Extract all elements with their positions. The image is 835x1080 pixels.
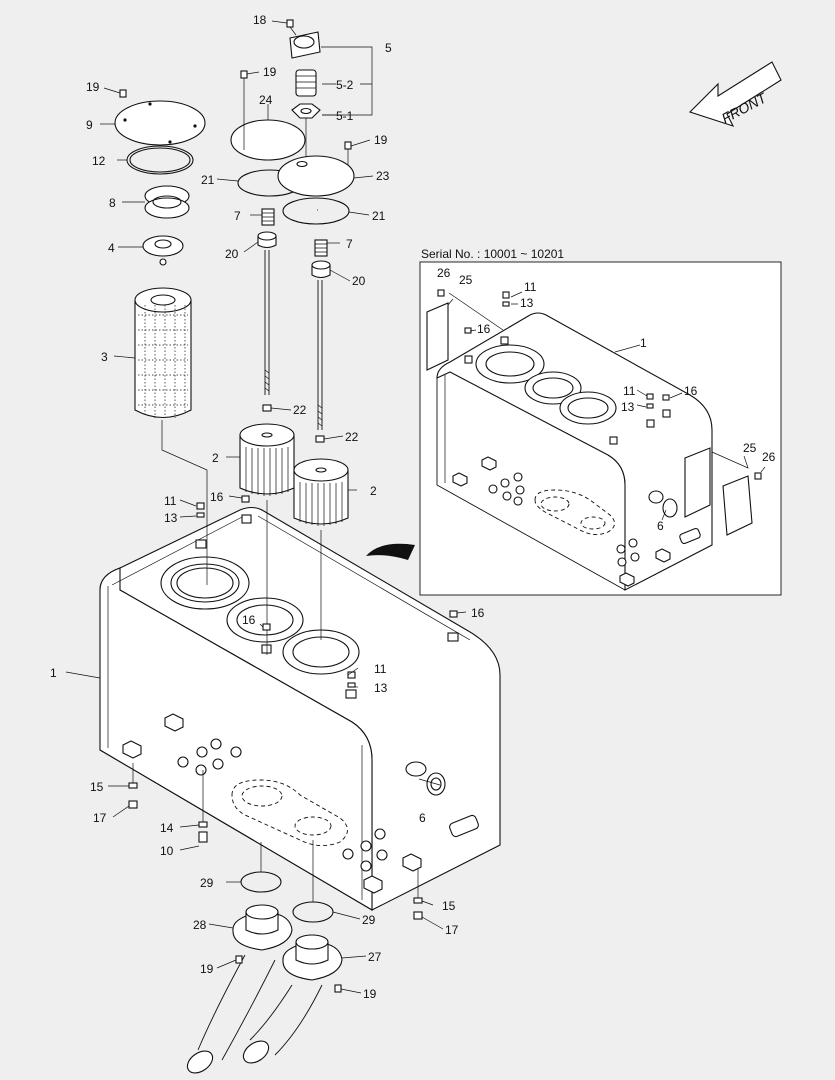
hydraulic-tank-main xyxy=(99,506,501,911)
inset-callout-26: 26 xyxy=(437,266,451,280)
inset-callout-25: 25 xyxy=(459,273,473,287)
inset-serial-variant: Serial No. : 10001 ~ 10201 xyxy=(419,247,782,596)
inset-callout-25: 25 xyxy=(743,441,757,455)
callout-11: 11 xyxy=(164,494,177,508)
callout-10: 10 xyxy=(160,844,174,858)
callout-20: 20 xyxy=(225,247,239,261)
callout-13: 13 xyxy=(164,511,178,525)
callout-12: 12 xyxy=(92,154,106,168)
callout-5: 5 xyxy=(385,41,392,55)
filter-assembly-left xyxy=(114,89,208,585)
inset-callout-1: 1 xyxy=(640,336,647,350)
callout-4: 4 xyxy=(108,241,115,255)
callout-5-2: 5-2 xyxy=(336,78,354,92)
callout-19: 19 xyxy=(263,65,277,79)
callout-21: 21 xyxy=(201,173,215,187)
callout-16: 16 xyxy=(471,606,485,620)
callout-7: 7 xyxy=(234,209,241,223)
callout-15: 15 xyxy=(442,899,456,913)
inset-callout-11: 11 xyxy=(623,384,636,398)
breather-and-filter-right xyxy=(277,19,355,640)
callout-17: 17 xyxy=(93,811,107,825)
callout-24: 24 xyxy=(259,93,273,107)
callout-19: 19 xyxy=(374,133,388,147)
inset-callout-13: 13 xyxy=(621,400,635,414)
callout-21: 21 xyxy=(372,209,386,223)
callout-22: 22 xyxy=(293,403,307,417)
callout-2: 2 xyxy=(212,451,219,465)
callout-leaders xyxy=(65,20,467,994)
callout-20: 20 xyxy=(352,274,366,288)
callout-17: 17 xyxy=(445,923,459,937)
callout-22: 22 xyxy=(345,430,359,444)
inset-pointer-arrow xyxy=(366,543,415,560)
callout-19: 19 xyxy=(200,962,214,976)
callout-8: 8 xyxy=(109,196,116,210)
callout-1: 1 xyxy=(50,666,57,680)
callout-16: 16 xyxy=(242,613,256,627)
suction-pipes xyxy=(128,495,458,1074)
inset-callout-6: 6 xyxy=(657,519,664,533)
inset-callout-16: 16 xyxy=(684,384,698,398)
callout-18: 18 xyxy=(253,13,267,27)
inset-callout-13: 13 xyxy=(520,296,534,310)
callout-9: 9 xyxy=(86,118,93,132)
callout-7: 7 xyxy=(346,237,353,251)
callout-2: 2 xyxy=(370,484,377,498)
callout-5-1: 5-1 xyxy=(336,109,354,123)
callout-11: 11 xyxy=(374,662,387,676)
callout-19: 19 xyxy=(86,80,100,94)
callout-19: 19 xyxy=(363,987,377,1001)
callout-3: 3 xyxy=(101,350,108,364)
inset-serial-label: Serial No. : 10001 ~ 10201 xyxy=(421,247,564,261)
callout-6: 6 xyxy=(419,811,426,825)
callout-16: 16 xyxy=(210,490,224,504)
callout-28: 28 xyxy=(193,918,207,932)
callout-13: 13 xyxy=(374,681,388,695)
callout-15: 15 xyxy=(90,780,104,794)
callout-29: 29 xyxy=(200,876,214,890)
front-arrow-icon: FRONT xyxy=(688,61,782,127)
inset-callout-26: 26 xyxy=(762,450,776,464)
callout-29: 29 xyxy=(362,913,376,927)
inset-callout-11: 11 xyxy=(524,280,537,294)
callout-23: 23 xyxy=(376,169,390,183)
callout-27: 27 xyxy=(368,950,382,964)
inset-callout-16: 16 xyxy=(477,322,491,336)
callout-14: 14 xyxy=(160,821,174,835)
callout-labels: 1 2 2 3 4 5 5-1 5-2 6 7 7 8 9 10 11 11 1… xyxy=(50,13,485,1001)
